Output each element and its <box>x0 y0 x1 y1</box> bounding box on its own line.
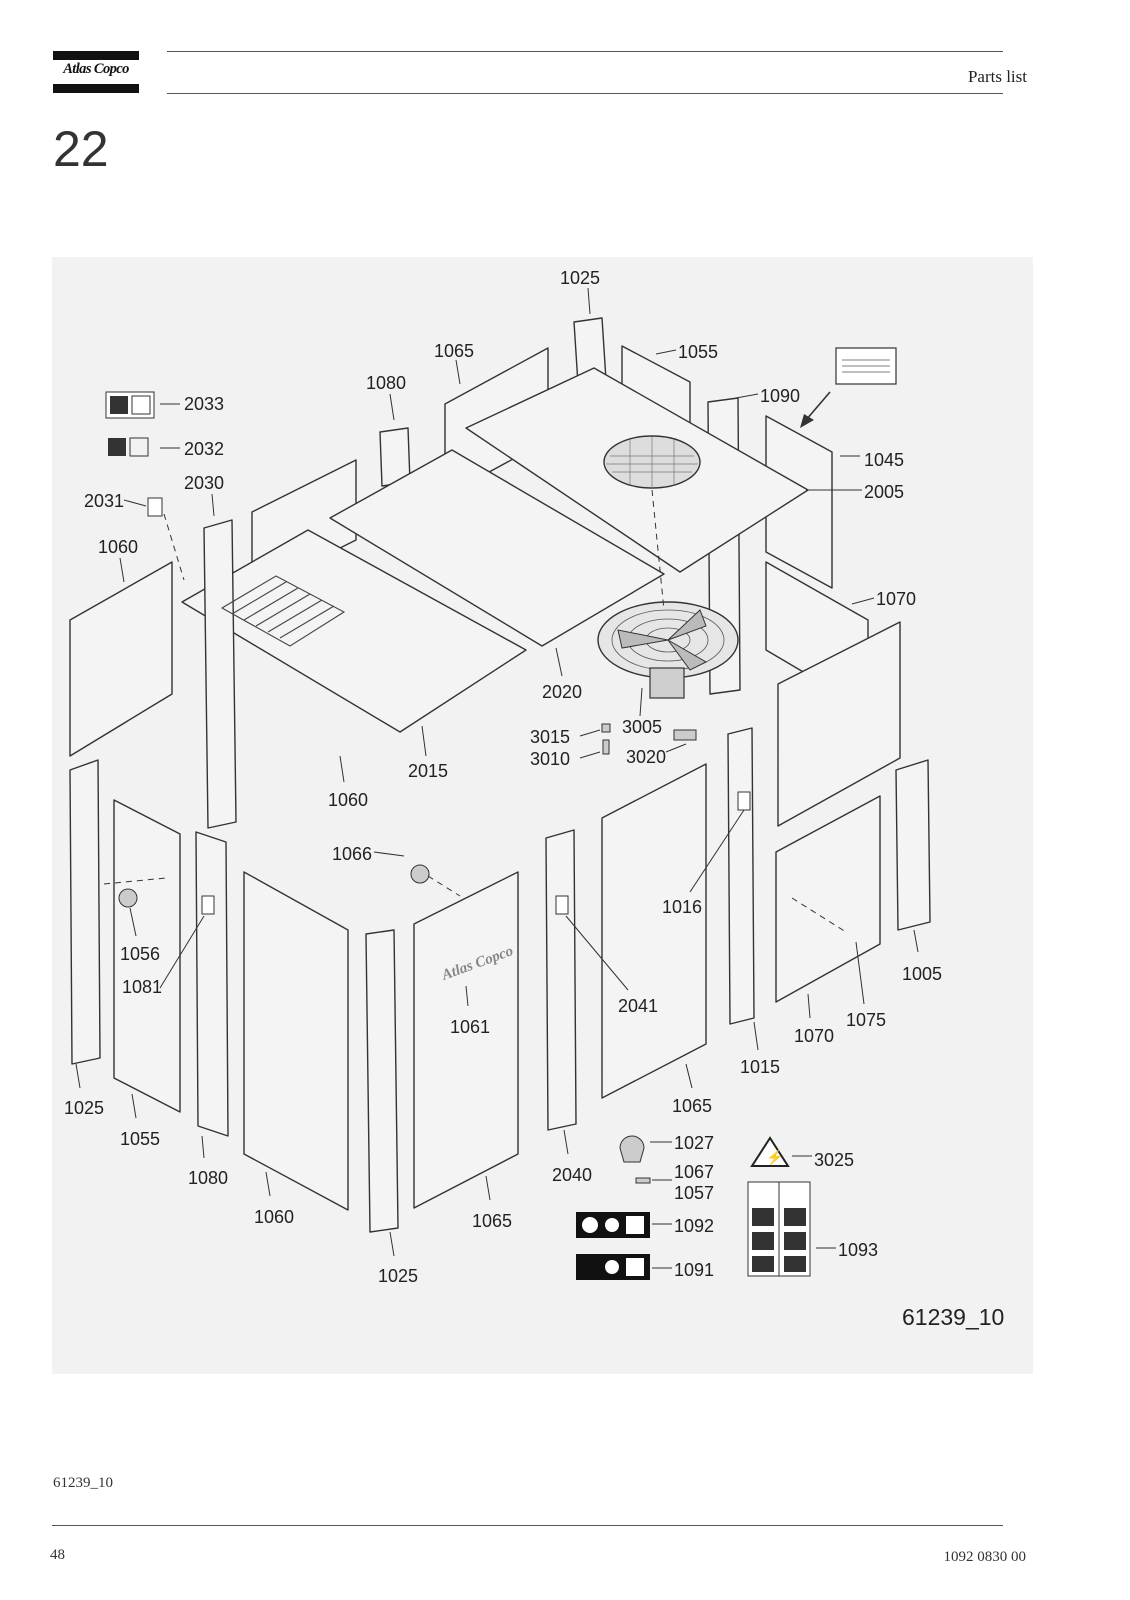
callout-3025: 3025 <box>814 1150 854 1170</box>
callout-1005: 1005 <box>902 964 942 984</box>
post-1015 <box>727 727 755 1025</box>
callout-1092: 1092 <box>674 1216 714 1236</box>
roof-panel-2020 <box>329 449 665 647</box>
callout-3010: 3010 <box>530 749 570 769</box>
callout-2033: 2033 <box>184 394 224 414</box>
callout-1080-bottom: 1080 <box>188 1168 228 1188</box>
callout-2005: 2005 <box>864 482 904 502</box>
callout-1070-right: 1070 <box>876 589 916 609</box>
post-2040 <box>545 829 577 1131</box>
header-rule-bottom <box>167 93 1003 94</box>
callout-2030: 2030 <box>184 473 224 493</box>
figure-caption: 61239_10 <box>53 1475 113 1491</box>
callout-1066: 1066 <box>332 844 372 864</box>
panel-1065-front <box>601 763 707 1099</box>
logo-wordmark: Atlas Copco <box>63 61 129 77</box>
clamp-1027 <box>619 1135 645 1163</box>
callout-2040: 2040 <box>552 1165 592 1185</box>
exploded-parts-diagram: ⚡ Atlas Copco <box>52 257 1033 1374</box>
svg-text:⚡: ⚡ <box>766 1149 783 1166</box>
post-2030 <box>203 519 237 829</box>
callout-1015: 1015 <box>740 1057 780 1077</box>
decal-2031-icon <box>147 497 163 517</box>
page-header-title: Parts list <box>967 67 1027 86</box>
warning-3025-icon <box>750 1136 790 1167</box>
decal-2032-icon <box>108 437 149 457</box>
document-number: 1092 0830 00 <box>943 1549 1027 1565</box>
callout-1055-top: 1055 <box>678 342 718 362</box>
atlas-copco-logo: Atlas Copco <box>53 51 139 93</box>
callout-3020: 3020 <box>626 747 666 767</box>
bolt-3010 <box>602 739 610 755</box>
part-1067 <box>635 1177 651 1184</box>
callout-2020: 2020 <box>542 682 582 702</box>
callout-1080-top: 1080 <box>366 373 406 393</box>
section-number: 22 <box>53 121 109 177</box>
callout-1025-bottom: 1025 <box>378 1266 418 1286</box>
panel-1060-left <box>69 561 173 757</box>
callout-2015: 2015 <box>408 761 448 781</box>
callout-2041: 2041 <box>618 996 658 1016</box>
callout-1060-bottom: 1060 <box>254 1207 294 1227</box>
post-1025-left <box>69 759 101 1065</box>
logo-bar-bottom <box>53 84 139 93</box>
post-1005 <box>895 759 931 931</box>
page-number: 48 <box>50 1547 65 1563</box>
callout-1025-left: 1025 <box>64 1098 104 1118</box>
callout-1061: 1061 <box>450 1017 490 1037</box>
callout-1067: 1067 <box>674 1162 714 1182</box>
callout-1016: 1016 <box>662 897 702 917</box>
lock-1056 <box>118 888 138 908</box>
decal-2033-icon <box>105 391 155 419</box>
footer-rule <box>52 1525 1003 1526</box>
callout-1070-bottom: 1070 <box>794 1026 834 1046</box>
decal-1016 <box>737 791 751 811</box>
callout-2031: 2031 <box>84 491 124 511</box>
callout-1065-mid: 1065 <box>672 1096 712 1116</box>
callout-1027: 1027 <box>674 1133 714 1153</box>
callout-1045: 1045 <box>864 450 904 470</box>
callout-1025-top: 1025 <box>560 268 600 288</box>
part-3020 <box>673 729 697 741</box>
decal-1081 <box>201 895 215 915</box>
panel-1070-right <box>777 621 901 827</box>
fastener-3015 <box>601 723 611 733</box>
callout-3015: 3015 <box>530 727 570 747</box>
callout-1091: 1091 <box>674 1260 714 1280</box>
callout-2032: 2032 <box>184 439 224 459</box>
header-rule-top <box>167 51 1003 52</box>
decal-1091-icon <box>576 1254 650 1280</box>
callout-1065-bottom: 1065 <box>472 1211 512 1231</box>
callout-1065-top: 1065 <box>434 341 474 361</box>
post-1025-front <box>365 929 399 1233</box>
panel-1060-front <box>243 871 349 1211</box>
decal-2041 <box>555 895 569 915</box>
panel-1070-lower <box>775 795 881 1003</box>
logo-bar-top <box>53 51 139 60</box>
post-1080-front <box>195 831 229 1137</box>
callout-1090: 1090 <box>760 386 800 406</box>
callout-1075: 1075 <box>846 1010 886 1030</box>
decal-1092-icon <box>576 1212 650 1238</box>
callout-1060-mid: 1060 <box>328 790 368 810</box>
callout-1057: 1057 <box>674 1183 714 1203</box>
panel-1061 <box>413 871 519 1209</box>
callout-1056: 1056 <box>120 944 160 964</box>
callout-1055-bottom: 1055 <box>120 1129 160 1149</box>
figure-id-label: 61239_10 <box>902 1304 1004 1330</box>
callout-1081: 1081 <box>122 977 162 997</box>
lock-1066 <box>410 864 430 884</box>
decal-1093-icon <box>747 1181 811 1277</box>
callout-3005: 3005 <box>622 717 662 737</box>
callout-1060-left: 1060 <box>98 537 138 557</box>
callout-1093: 1093 <box>838 1240 878 1260</box>
